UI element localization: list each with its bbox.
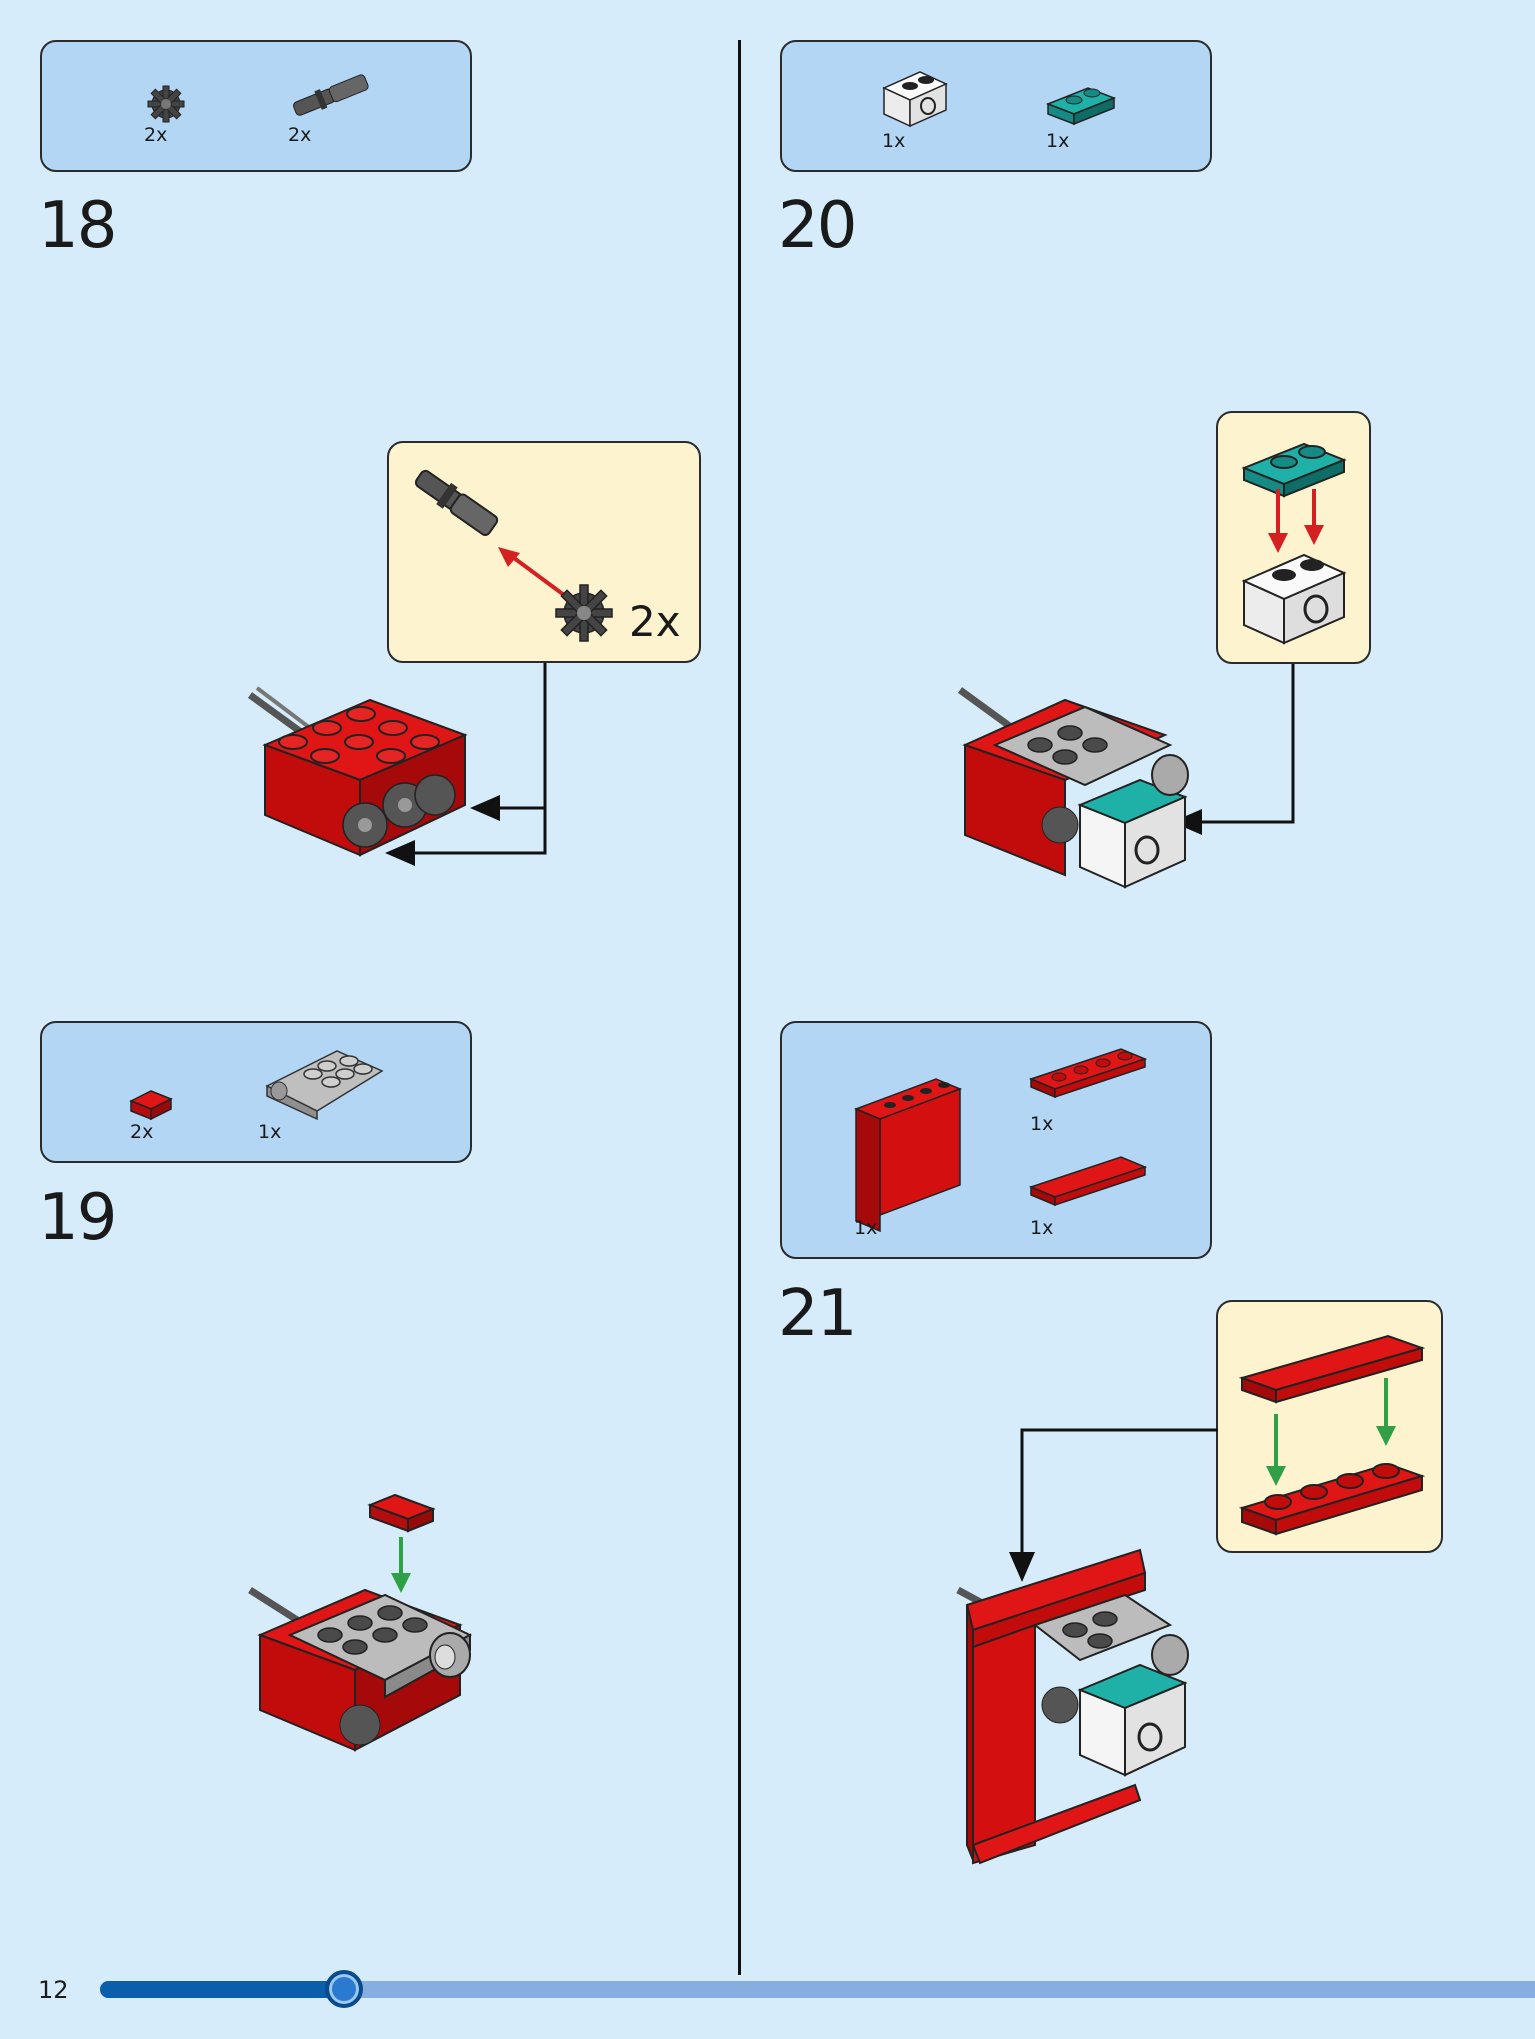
step-18-callout: 2x (387, 441, 701, 663)
page-number: 12 (38, 1976, 69, 2004)
red-panel-part-qty: 1x (854, 1217, 878, 1239)
step-21-parts-box: 1x 1x 1x (780, 1021, 1212, 1259)
step-21-model-illustration (956, 1548, 1189, 1865)
step-21-callout (1216, 1300, 1443, 1553)
step-20-pointer-line (1172, 664, 1295, 835)
white-technic-brick-part-qty: 1x (882, 130, 906, 152)
step-18-parts-box: 2x 2x (40, 40, 472, 172)
red-plate-1x4-part-qty: 1x (1030, 1113, 1054, 1135)
step-number-18: 18 (38, 189, 117, 263)
axle-part-qty: 2x (288, 124, 312, 146)
step-18-pointer-lines (385, 663, 547, 866)
callout-quantity: 2x (629, 597, 681, 646)
red-tile-1x4-part-qty: 1x (1030, 1217, 1054, 1239)
green-down-arrows-icon (1266, 1378, 1396, 1486)
step-20-model-illustration (957, 687, 1189, 889)
step-19-model-illustration (248, 1493, 473, 1752)
red-plate-part-qty: 2x (130, 1121, 154, 1143)
red-tile-1x4-part-icon (1028, 1156, 1148, 1207)
red-plate-callout-icon (1238, 1462, 1426, 1536)
teal-plate-callout-icon (1241, 442, 1347, 498)
teal-plate-part-icon (1045, 87, 1117, 126)
white-technic-brick-part-icon (882, 71, 948, 128)
red-plate-1x4-part-icon (1028, 1048, 1148, 1099)
red-panel-part-icon (853, 1078, 963, 1233)
axle-callout-icon (414, 469, 499, 536)
progress-fill (100, 1981, 344, 1998)
white-brick-callout-icon (1241, 553, 1347, 645)
step-21-pointer-line (1009, 1428, 1218, 1582)
teal-plate-part-qty: 1x (1046, 130, 1070, 152)
progress-track (100, 1981, 1535, 1998)
gear-callout-icon (555, 584, 613, 642)
red-tile-callout-icon (1238, 1334, 1426, 1404)
column-divider (738, 40, 741, 1975)
grey-plate-pin-part-icon (265, 1050, 384, 1121)
down-arrows-icon (1268, 489, 1324, 553)
step-number-20: 20 (778, 189, 857, 263)
insert-arrow-icon (498, 547, 566, 597)
step-number-19: 19 (38, 1181, 117, 1255)
step-19-parts-box: 2x 1x (40, 1021, 472, 1163)
progress-knob (325, 1970, 363, 2008)
step-number-21: 21 (778, 1277, 857, 1351)
step-18-model-illustration (247, 686, 468, 857)
red-plate-part-icon (129, 1090, 173, 1121)
gear-part-icon (147, 85, 185, 123)
gear-part-qty: 2x (144, 124, 168, 146)
step-20-callout (1216, 411, 1371, 664)
axle-part-icon (292, 74, 369, 116)
grey-plate-pin-part-qty: 1x (258, 1121, 282, 1143)
step-20-parts-box: 1x 1x (780, 40, 1212, 172)
